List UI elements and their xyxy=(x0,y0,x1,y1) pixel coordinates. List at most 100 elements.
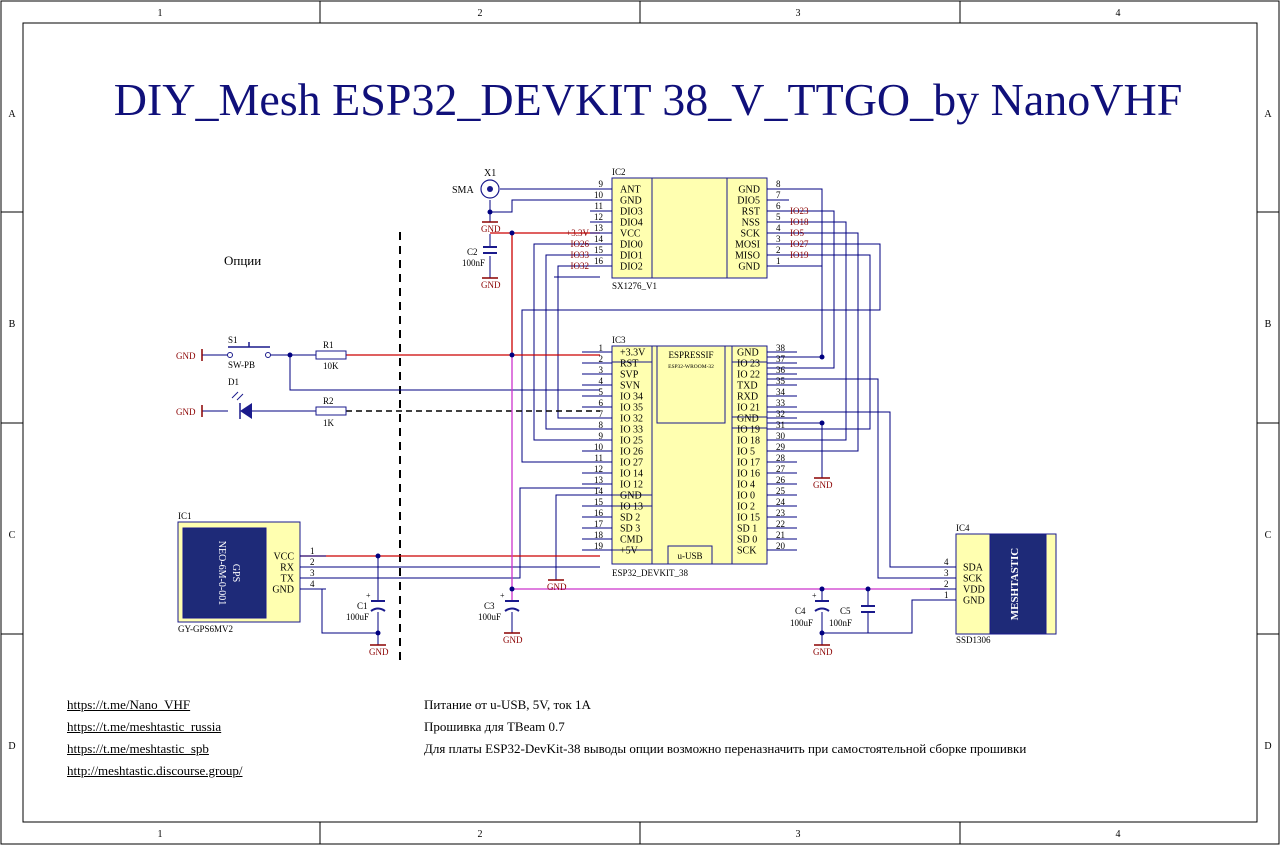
ic3-pin-34-number: 34 xyxy=(776,387,786,397)
r1-ref: R1 xyxy=(323,340,334,350)
ic3-pin-37-name: IO 23 xyxy=(737,359,760,370)
ic3-pin-32-number: 32 xyxy=(776,409,785,419)
cap-c4: + C4 100uF GND xyxy=(790,591,833,657)
ic2-pin-15-number: 15 xyxy=(594,245,604,255)
note-firmware: Прошивка для TBeam 0.7 xyxy=(424,719,565,734)
ic3-pin-7-name: IO 32 xyxy=(620,414,643,425)
frame-row-b-right: B xyxy=(1265,319,1272,330)
ic3-pin-24-name: IO 2 xyxy=(737,502,755,513)
ic3-pin-2-name: RST xyxy=(620,359,638,370)
c3-gnd: GND xyxy=(503,635,523,645)
ic2-net-13: +3.3V xyxy=(566,228,589,238)
d1-gnd: GND xyxy=(176,407,196,417)
frame-col-2-top: 2 xyxy=(478,8,483,19)
link-meshtastic-discourse[interactable]: http://meshtastic.discourse.group/ xyxy=(67,763,243,778)
svg-text:+: + xyxy=(500,591,505,600)
ic3-pin-11-number: 11 xyxy=(594,453,603,463)
power-wires xyxy=(300,232,600,557)
ic2-net-16: IO32 xyxy=(571,261,590,271)
ic2-pin-14-number: 14 xyxy=(594,234,604,244)
frame-col-1-top: 1 xyxy=(158,8,163,19)
ic3-module: ESP32-WROOM-32 xyxy=(668,364,714,370)
c2-ref: C2 xyxy=(467,247,478,257)
ic2-pin-8-name: GND xyxy=(738,185,760,196)
page-title: DIY_Mesh ESP32_DEVKIT 38_V_TTGO_by NanoV… xyxy=(114,74,1183,125)
ic2-pin-13-number: 13 xyxy=(594,223,604,233)
frame-row-d-left: D xyxy=(8,741,15,752)
ic2-pin-1-name: GND xyxy=(738,262,760,273)
ic3-pin-18-name: CMD xyxy=(620,535,643,546)
link-nano-vhf[interactable]: https://t.me/Nano_VHF xyxy=(67,697,191,712)
ic3-pin-3-name: SVP xyxy=(620,370,639,381)
ic2-pin-12-name: DIO4 xyxy=(620,218,643,229)
ic3-pin-27-number: 27 xyxy=(776,464,786,474)
ic3-pin-26-name: IO 4 xyxy=(737,480,755,491)
ic4-ref: IC4 xyxy=(956,523,970,533)
c1-gnd: GND xyxy=(369,647,389,657)
ic1-pin-3-name: TX xyxy=(281,574,295,585)
ic4-pin-2-name: VDD xyxy=(963,585,985,596)
ic3-pin-25-name: IO 0 xyxy=(737,491,755,502)
ic4-pin-3-name: SCK xyxy=(963,574,983,585)
ic3-pin-13-number: 13 xyxy=(594,475,604,485)
ic4-pin-3-number: 3 xyxy=(944,568,949,578)
ic3-pin-28-name: IO 17 xyxy=(737,458,760,469)
ic2-pin-6-number: 6 xyxy=(776,201,781,211)
ic3-pin-25-number: 25 xyxy=(776,486,786,496)
link-meshtastic-russia[interactable]: https://t.me/meshtastic_russia xyxy=(67,719,222,734)
ic2-pin-5-name: NSS xyxy=(742,218,760,229)
ic2-pin-7-name: DIO5 xyxy=(737,196,760,207)
ic3-pin-9-number: 9 xyxy=(599,431,604,441)
right-gnd-label: GND xyxy=(813,480,833,490)
ic3-pin-21-number: 21 xyxy=(776,530,785,540)
ic3-pin-33-number: 33 xyxy=(776,398,786,408)
ic3-pin-30-number: 30 xyxy=(776,431,786,441)
c3-value: 100uF xyxy=(478,612,501,622)
ic3-pin-15-name: IO 13 xyxy=(620,502,643,513)
ic3-brand: ESPRESSIF xyxy=(668,350,713,360)
ic3-pin-23-number: 23 xyxy=(776,508,786,518)
frame-col-4-bottom: 4 xyxy=(1116,829,1121,840)
led-d1: GND D1 xyxy=(176,377,252,419)
ic1-pin-4-number: 4 xyxy=(310,579,315,589)
ic3-pin-29-name: IO 5 xyxy=(737,447,755,458)
ic2-pin-16-name: DIO2 xyxy=(620,262,643,273)
x1-gnd: GND xyxy=(481,224,501,234)
x1-ref: X1 xyxy=(484,168,496,179)
ic2-pin-10-number: 10 xyxy=(594,190,604,200)
ic4-part: SSD1306 xyxy=(956,635,991,645)
ic3-pin-4-name: SVN xyxy=(620,381,640,392)
ic3-pin-36-number: 36 xyxy=(776,365,786,375)
c4-ref: C4 xyxy=(795,606,806,616)
ic3-pin-10-number: 10 xyxy=(594,442,604,452)
switch-s1: GND S1 SW-PB xyxy=(176,335,271,370)
ic2-pin-4-name: SCK xyxy=(741,229,761,240)
c2-gnd: GND xyxy=(481,280,501,290)
oled-logo: MESHTASTIC xyxy=(1009,548,1021,621)
frame-row-c-left: C xyxy=(9,530,16,541)
ic2-pin-8-number: 8 xyxy=(776,179,781,189)
ic2-pin-12-number: 12 xyxy=(594,212,603,222)
frame-row-a-left: A xyxy=(8,109,16,120)
ic2-pin-6-name: RST xyxy=(742,207,760,218)
svg-text:+: + xyxy=(366,591,371,600)
ic3-pin-17-name: SD 3 xyxy=(620,524,640,535)
ic2-pin-2-name: MISO xyxy=(735,251,760,262)
ic3-pin-14-name: GND xyxy=(620,491,642,502)
ic4-pin-4-number: 4 xyxy=(944,557,949,567)
ic3-pin-20-number: 20 xyxy=(776,541,786,551)
d1-ref: D1 xyxy=(228,377,239,387)
cap-c1: + C1 100uF GND xyxy=(346,591,389,657)
ic3-pin-37-number: 37 xyxy=(776,354,786,364)
c1-value: 100uF xyxy=(346,612,369,622)
link-meshtastic-spb[interactable]: https://t.me/meshtastic_spb xyxy=(67,741,209,756)
ic2-pin-14-name: DIO0 xyxy=(620,240,643,251)
ic3-pin-23-name: IO 15 xyxy=(737,513,760,524)
ic2-net-15: IO33 xyxy=(571,250,590,260)
